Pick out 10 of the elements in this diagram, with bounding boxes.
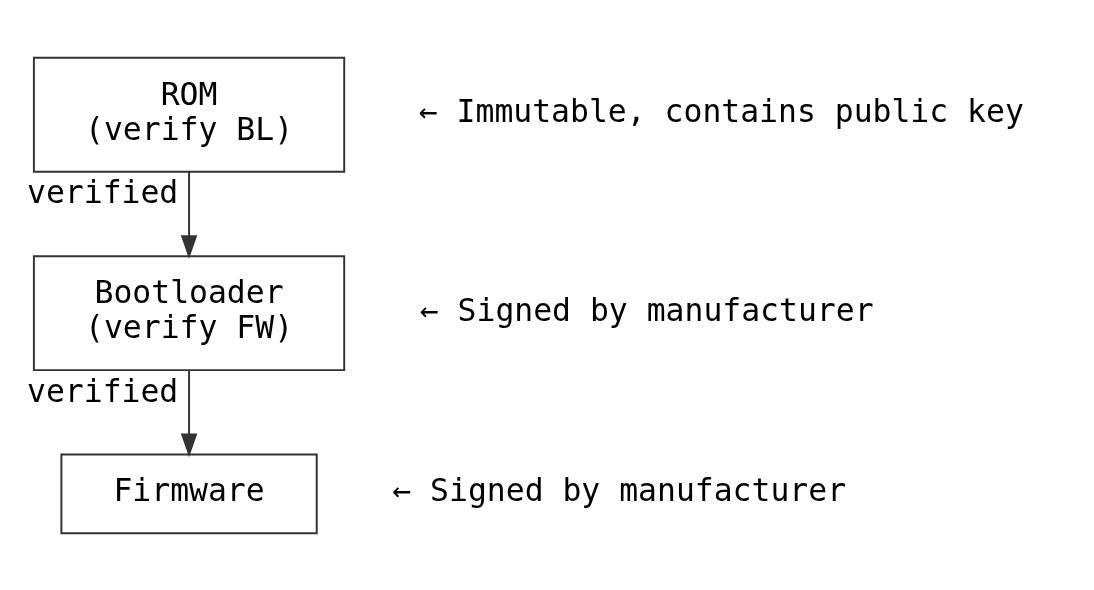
edge-label: verified: [27, 173, 179, 210]
node-box: Bootloader (verify FW): [32, 254, 346, 371]
edge-label: verified: [27, 372, 179, 409]
arrow: [180, 369, 198, 457]
node-label: ← Signed by manufacturer: [392, 471, 847, 508]
arrow: [180, 170, 198, 259]
node-label: ← Signed by manufacturer: [419, 291, 874, 328]
node-label: ← Immutable, contains public key: [418, 92, 1024, 129]
node-box: Firmware: [60, 453, 318, 534]
node-box: ROM (verify BL): [32, 56, 346, 173]
